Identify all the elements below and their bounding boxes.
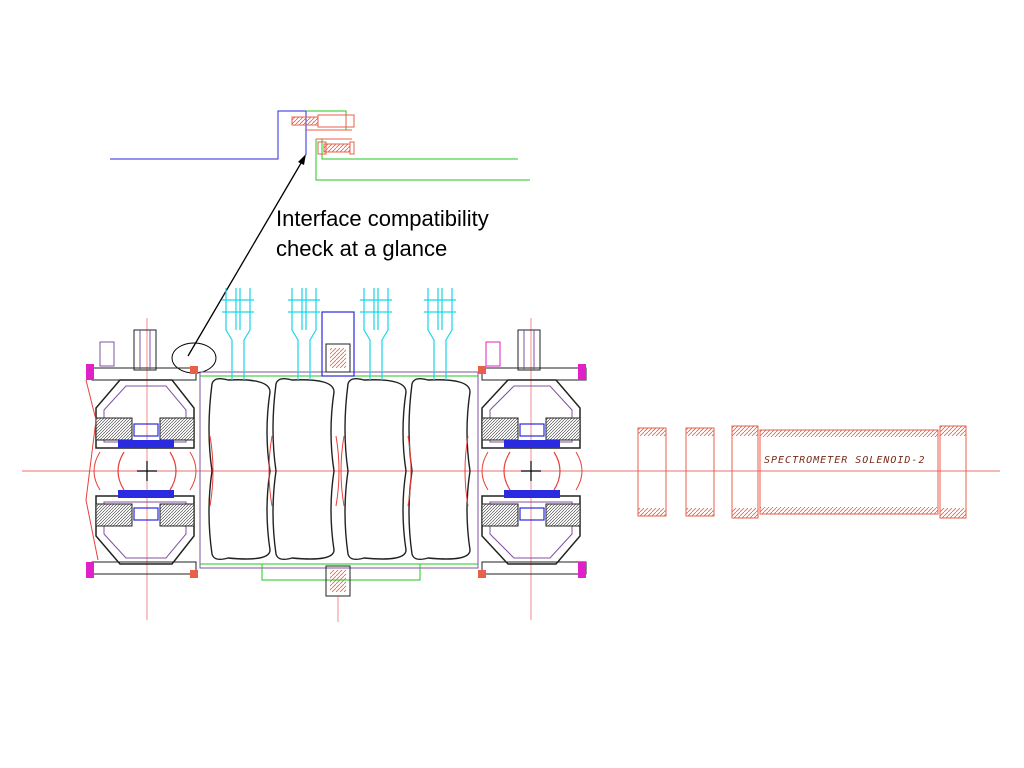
solenoid-label: SPECTROMETER SOLENOID-2 bbox=[764, 455, 925, 466]
callout-arrow bbox=[171, 154, 306, 374]
rf-cavity-section bbox=[199, 288, 479, 622]
annotation-text: Interface compatibility check at a glanc… bbox=[276, 204, 489, 264]
right-absorber-module bbox=[478, 318, 587, 620]
left-absorber-module bbox=[85, 318, 198, 620]
annotation-line-2: check at a glance bbox=[276, 236, 448, 261]
annotation-line-1: Interface compatibility bbox=[276, 206, 489, 231]
spectrometer-solenoid: SPECTROMETER SOLENOID-2 bbox=[637, 425, 967, 519]
interface-detail bbox=[110, 110, 530, 181]
